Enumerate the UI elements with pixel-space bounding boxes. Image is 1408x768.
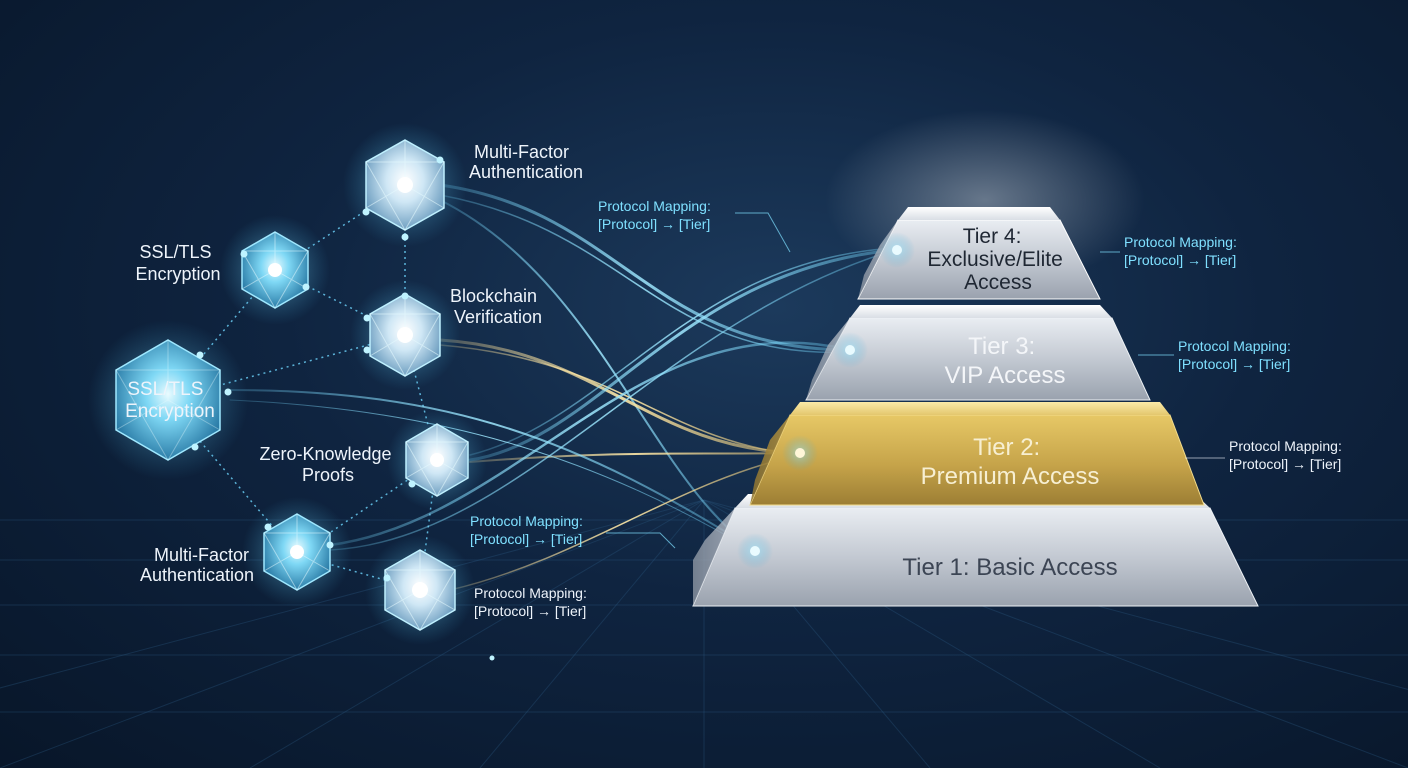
tier-4-label: Tier 4: Exclusive/Elite Access [927, 225, 1068, 294]
node-label-zero-knowledge: Zero-Knowledge Proofs [259, 444, 396, 485]
mapping-annotation-tier3: Protocol Mapping: [Protocol] → [Tier] [1138, 338, 1295, 372]
tier-2-label: Tier 2: Premium Access [921, 434, 1100, 490]
mapping-label: Protocol Mapping: [Protocol] → [Tier] [470, 513, 587, 547]
mapping-annotation-top-center: Protocol Mapping: [Protocol] → [Tier] [598, 198, 791, 253]
protocol-node-ssl-large[interactable] [88, 320, 248, 480]
protocol-node-unlabeled[interactable] [365, 535, 475, 645]
mapping-annotation-bottom: Protocol Mapping: [Protocol] → [Tier] [474, 585, 591, 619]
protocol-node-blockchain[interactable] [350, 280, 460, 390]
protocol-node-multi-factor-bottom[interactable] [242, 497, 352, 607]
mapping-annotation-lower-center: Protocol Mapping: [Protocol] → [Tier] [470, 513, 676, 549]
node-label-ssl-large: SSL/TLS Encryption [125, 379, 215, 422]
tier-4-block[interactable]: Tier 4: Exclusive/Elite Access [857, 207, 1101, 300]
tier-1-label: Tier 1: Basic Access [902, 554, 1117, 581]
mapping-annotation-tier2: Protocol Mapping: [Protocol] → [Tier] [1185, 438, 1346, 472]
node-labels: Multi-Factor Authentication SSL/TLS Encr… [125, 142, 583, 585]
protocol-node-zero-knowledge[interactable] [387, 410, 487, 510]
tier-2-block[interactable]: Tier 2: Premium Access [749, 402, 1205, 506]
mapping-label: Protocol Mapping: [Protocol] → [Tier] [1124, 234, 1241, 268]
node-label-multi-factor-bottom: Multi-Factor Authentication [140, 545, 254, 585]
light-flows [229, 183, 897, 591]
link-dots [191, 156, 495, 661]
node-label-blockchain: Blockchain Verification [450, 286, 542, 327]
mapping-label: Protocol Mapping: [Protocol] → [Tier] [1229, 438, 1346, 472]
protocol-nodes [88, 123, 487, 645]
protocol-node-multi-factor-top[interactable] [343, 123, 467, 247]
tier-pyramid: Tier 1: Basic Access Tier 2: Premium Acc… [692, 207, 1259, 607]
protocol-node-ssl-small[interactable] [220, 215, 330, 325]
mapping-label: Protocol Mapping: [Protocol] → [Tier] [598, 198, 715, 232]
node-label-multi-factor-top: Multi-Factor Authentication [469, 142, 583, 182]
protocol-mapping-annotations: Protocol Mapping: [Protocol] → [Tier] Pr… [470, 198, 1346, 619]
mapping-label: Protocol Mapping: [Protocol] → [Tier] [1178, 338, 1295, 372]
node-label-ssl-small: SSL/TLS Encryption [135, 242, 220, 284]
tier-endpoints [737, 232, 915, 569]
mapping-label: Protocol Mapping: [Protocol] → [Tier] [474, 585, 591, 619]
tier-1-block[interactable]: Tier 1: Basic Access [692, 494, 1259, 607]
mapping-annotation-tier4: Protocol Mapping: [Protocol] → [Tier] [1100, 234, 1241, 268]
tier-3-label: Tier 3: VIP Access [945, 333, 1066, 389]
